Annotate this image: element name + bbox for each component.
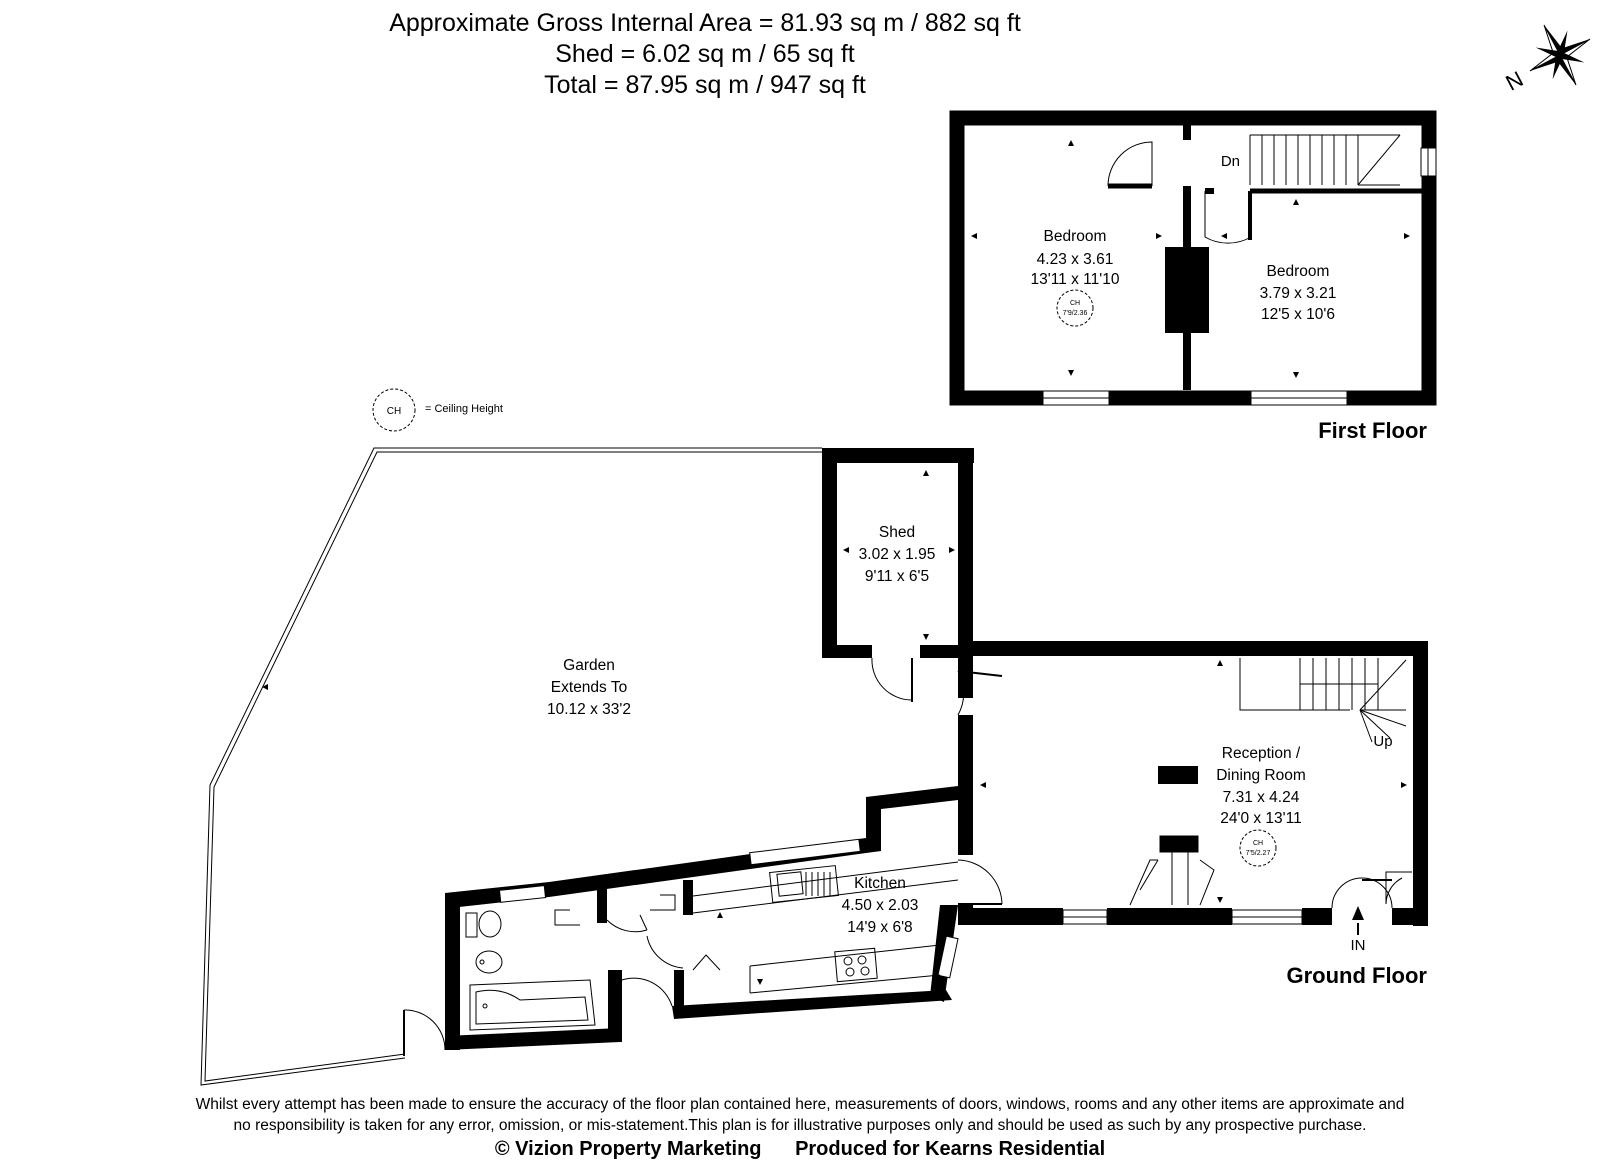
compass-rose-icon (1529, 24, 1591, 86)
window (498, 885, 547, 903)
ground-floor-plan: IN Up (403, 448, 1428, 1056)
shed-imperial: 9'11 x 6'5 (865, 568, 929, 585)
garden-line-2: Extends To (551, 679, 627, 696)
window (937, 935, 959, 979)
kitchen-back-door-icon (621, 977, 673, 1007)
reception-line-1: Reception / (1222, 745, 1301, 762)
bedroom-2-imperial: 12'5 x 10'6 (1261, 306, 1335, 323)
stairs-up-label: Up (1373, 733, 1392, 750)
shed-walls (822, 448, 974, 698)
disclaimer-line-2: no responsibility is taken for any error… (233, 1117, 1367, 1134)
kitchen-door-icon (957, 859, 1003, 905)
bedroom-1-imperial: 13'11 x 11'10 (1031, 271, 1120, 288)
reception-imperial: 24'0 x 13'11 (1220, 810, 1301, 827)
legend-symbol: CH (387, 406, 401, 417)
total-area: Total = 87.95 sq m / 947 sq ft (544, 71, 866, 99)
shed-area: Shed = 6.02 sq m / 65 sq ft (555, 40, 855, 68)
kitchen-imperial: 14'9 x 6'8 (847, 919, 912, 936)
ceiling-height-legend: CH = Ceiling Height (372, 388, 503, 432)
entrance-arrow-icon (1352, 906, 1364, 920)
ceiling-height-marker (1239, 829, 1277, 867)
bath-icon (469, 979, 596, 1031)
fireplace (1158, 766, 1198, 784)
bedroom-1-ch-label: CH (1070, 300, 1080, 307)
chimney-alcove (1129, 835, 1215, 906)
toilet-icon (478, 910, 502, 938)
ceiling-height-marker (1056, 289, 1094, 327)
first-floor-outer-walls (949, 110, 1437, 406)
shed-door-icon (871, 657, 913, 701)
kitchen-metric: 4.50 x 2.03 (842, 897, 919, 914)
compass-north-label: N (1501, 66, 1527, 96)
side-door-icon (957, 670, 965, 716)
gross-internal-area: Approximate Gross Internal Area = 81.93 … (389, 9, 1021, 37)
kitchen-name: Kitchen (854, 875, 906, 892)
ground-floor-staircase (1239, 658, 1407, 743)
legend-text: = Ceiling Height (425, 403, 503, 415)
area-summary: Approximate Gross Internal Area = 81.93 … (0, 8, 1600, 101)
reception-metric: 7.31 x 4.24 (1223, 789, 1300, 806)
reception-line-2: Dining Room (1216, 767, 1306, 784)
window (749, 838, 861, 866)
garden-dimensions: 10.12 x 33'2 (547, 701, 631, 718)
footer: Whilst every attempt has been made to en… (0, 1094, 1600, 1160)
bedroom-door-icon (1107, 141, 1153, 187)
entrance-label: IN (1351, 937, 1366, 954)
kitchen-walls (445, 786, 958, 1050)
credits: © Vizion Property Marketing Produced for… (0, 1139, 1600, 1160)
bedroom-2-metric: 3.79 x 3.21 (1260, 285, 1337, 302)
bedroom-door-icon (1204, 191, 1252, 244)
copyright: © Vizion Property Marketing (494, 1138, 762, 1160)
ceiling-height-symbol-icon (372, 388, 416, 432)
bathroom-door-icon (606, 919, 648, 933)
bedroom-1-name: Bedroom (1044, 228, 1107, 245)
disclaimer-line-1: Whilst every attempt has been made to en… (195, 1096, 1405, 1113)
bedroom-1-metric: 4.23 x 3.61 (1037, 251, 1114, 268)
first-floor-plan: Dn Bedroom 4.23 x 3.61 13'11 x 11'10 CH … (949, 110, 1437, 443)
kitchen-hob-icon (834, 947, 878, 983)
produced-for: Produced for Kearns Residential (795, 1138, 1106, 1160)
reception-walls (958, 641, 1428, 926)
shed-name: Shed (879, 524, 915, 541)
garden-area: Garden Extends To 10.12 x 33'2 (200, 447, 822, 1086)
ground-floor-title: Ground Floor (1286, 963, 1427, 988)
bedroom-1-ch-value: 7'9/2.36 (1063, 310, 1088, 317)
shed-metric: 3.02 x 1.95 (859, 546, 936, 563)
first-floor-staircase (1249, 134, 1401, 186)
reception-ch-value: 7'5/2.27 (1246, 850, 1271, 857)
kitchen-sink-icon (769, 865, 839, 903)
bathroom-fittings (465, 910, 596, 1031)
reception-ch-label: CH (1253, 840, 1263, 847)
garden-line-1: Garden (563, 657, 615, 674)
stairs-down-label: Dn (1221, 153, 1240, 170)
first-floor-title: First Floor (1318, 418, 1427, 443)
garden-door-icon (403, 1009, 446, 1051)
bedroom-2-name: Bedroom (1267, 263, 1330, 280)
washbasin-icon (475, 950, 503, 974)
kitchen-worktops (692, 861, 959, 994)
front-door-icon (1331, 877, 1393, 909)
chimney-breast (1165, 247, 1209, 333)
